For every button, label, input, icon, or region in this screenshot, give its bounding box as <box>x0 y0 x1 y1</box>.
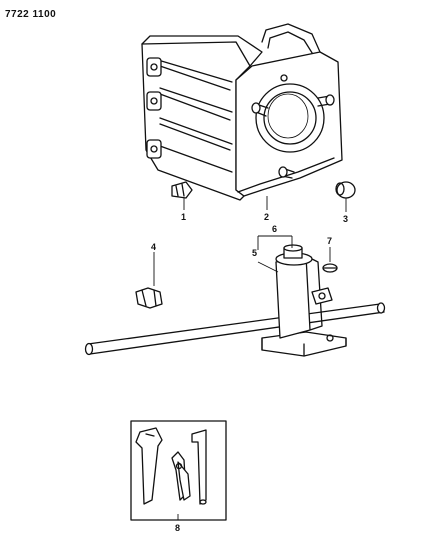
callout-8: 8 <box>175 523 180 533</box>
carrier-bracket <box>141 23 343 201</box>
bolt <box>171 181 193 199</box>
pin <box>322 263 338 273</box>
diagram-code: 7722 1100 <box>5 9 56 20</box>
callout-1: 1 <box>181 212 186 222</box>
clip <box>135 287 163 309</box>
leader-lines <box>153 196 347 520</box>
callout-2: 2 <box>264 212 269 222</box>
tool-kit <box>130 420 227 521</box>
nut <box>335 181 356 199</box>
callout-4: 4 <box>151 242 156 252</box>
callout-7: 7 <box>327 236 332 246</box>
callout-3: 3 <box>343 214 348 224</box>
bottle-jack <box>261 244 347 357</box>
callout-6: 6 <box>272 224 277 234</box>
callout-5: 5 <box>252 248 257 258</box>
